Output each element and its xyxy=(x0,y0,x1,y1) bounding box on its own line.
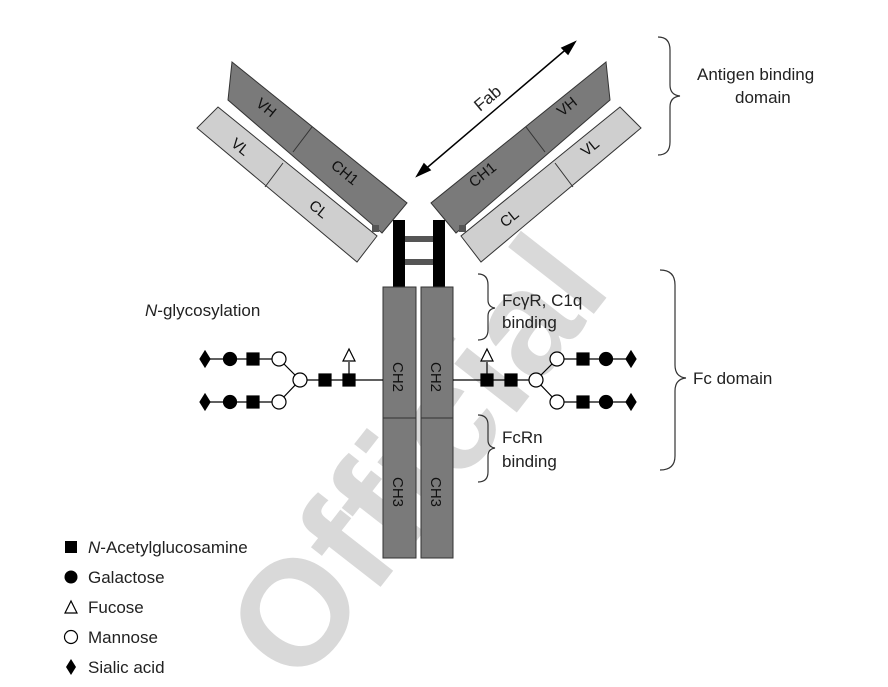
left-ch2-label: CH2 xyxy=(389,362,406,392)
fcgr-label-1: FcγR, C1q xyxy=(502,291,582,310)
legend-open-circle-icon xyxy=(63,629,79,645)
legend-filled-circle-icon xyxy=(64,570,78,584)
antigen-binding-label-1: Antigen binding xyxy=(697,65,814,84)
legend-diamond-icon xyxy=(66,659,76,675)
antigen-binding-brace xyxy=(657,36,681,156)
right-glycan xyxy=(453,347,637,412)
hinge-region xyxy=(393,220,445,287)
left-ch3-label: CH3 xyxy=(389,477,406,507)
right-light-chain xyxy=(460,106,642,263)
fab-label: Fab xyxy=(470,82,505,115)
left-ch3 xyxy=(382,417,417,559)
right-ch3-label: CH3 xyxy=(427,477,444,507)
braces xyxy=(477,36,687,483)
fc-region xyxy=(382,286,454,559)
left-glycan xyxy=(199,347,383,412)
right-heavy-chain xyxy=(430,61,611,234)
left-heavy-chain xyxy=(227,61,408,234)
right-fab-arm xyxy=(430,61,642,263)
fab-arrow xyxy=(415,40,577,178)
right-ch2 xyxy=(420,286,454,419)
legend: N-Acetylglucosamine Galactose Fucose Man… xyxy=(63,538,248,677)
legend-item: N-Acetylglucosamine xyxy=(88,538,248,557)
legend-item: Galactose xyxy=(88,568,165,587)
right-ch3 xyxy=(420,417,454,559)
right-ch2-label: CH2 xyxy=(427,362,444,392)
fc-domain-brace xyxy=(659,269,687,471)
legend-item: Mannose xyxy=(88,628,158,647)
fcrn-label-1: FcRn xyxy=(502,428,543,447)
fcrn-label-2: binding xyxy=(502,452,557,471)
fc-domain-label: Fc domain xyxy=(693,369,772,388)
left-light-chain xyxy=(196,106,378,263)
legend-square-icon xyxy=(65,541,77,553)
fcgr-label-2: binding xyxy=(502,313,557,332)
left-ch2 xyxy=(382,286,417,419)
legend-triangle-icon xyxy=(64,599,78,614)
legend-item: Fucose xyxy=(88,598,144,617)
legend-item: Sialic acid xyxy=(88,658,165,677)
fcrn-brace xyxy=(477,414,496,483)
fcgr-brace xyxy=(477,273,496,341)
antigen-binding-label-2: domain xyxy=(735,88,791,107)
left-fab-arm xyxy=(196,61,408,263)
n-glycosylation-label: N-glycosylation xyxy=(145,301,260,320)
